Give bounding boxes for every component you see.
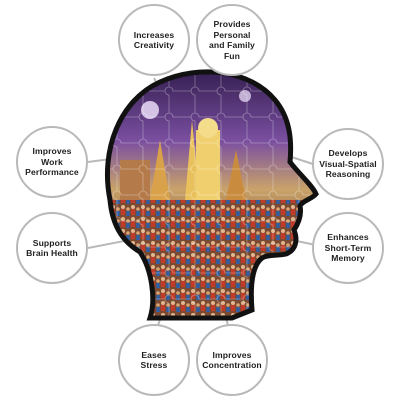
benefit-label: Increases Creativity — [133, 29, 175, 51]
benefit-concentration: Improves Concentration — [196, 324, 268, 396]
benefit-label: Improves Concentration — [202, 349, 262, 371]
benefit-label: Improves Work Performance — [25, 146, 79, 178]
benefit-creativity: Increases Creativity — [118, 4, 190, 76]
benefit-label: Enhances Short-Term Memory — [324, 232, 372, 264]
benefit-short-term-memory: Enhances Short-Term Memory — [312, 212, 384, 284]
benefit-work-performance: Improves Work Performance — [16, 126, 88, 198]
benefit-eases-stress: Eases Stress — [118, 324, 190, 396]
benefit-label: Provides Personal and Family Fun — [209, 19, 255, 61]
benefit-brain-health: Supports Brain Health — [16, 212, 88, 284]
benefit-family-fun: Provides Personal and Family Fun — [196, 4, 268, 76]
benefit-label: Develops Visual-Spatial Reasoning — [319, 148, 377, 180]
benefit-label: Supports Brain Health — [26, 237, 78, 259]
benefit-label: Eases Stress — [140, 349, 168, 371]
benefit-visual-spatial: Develops Visual-Spatial Reasoning — [312, 128, 384, 200]
